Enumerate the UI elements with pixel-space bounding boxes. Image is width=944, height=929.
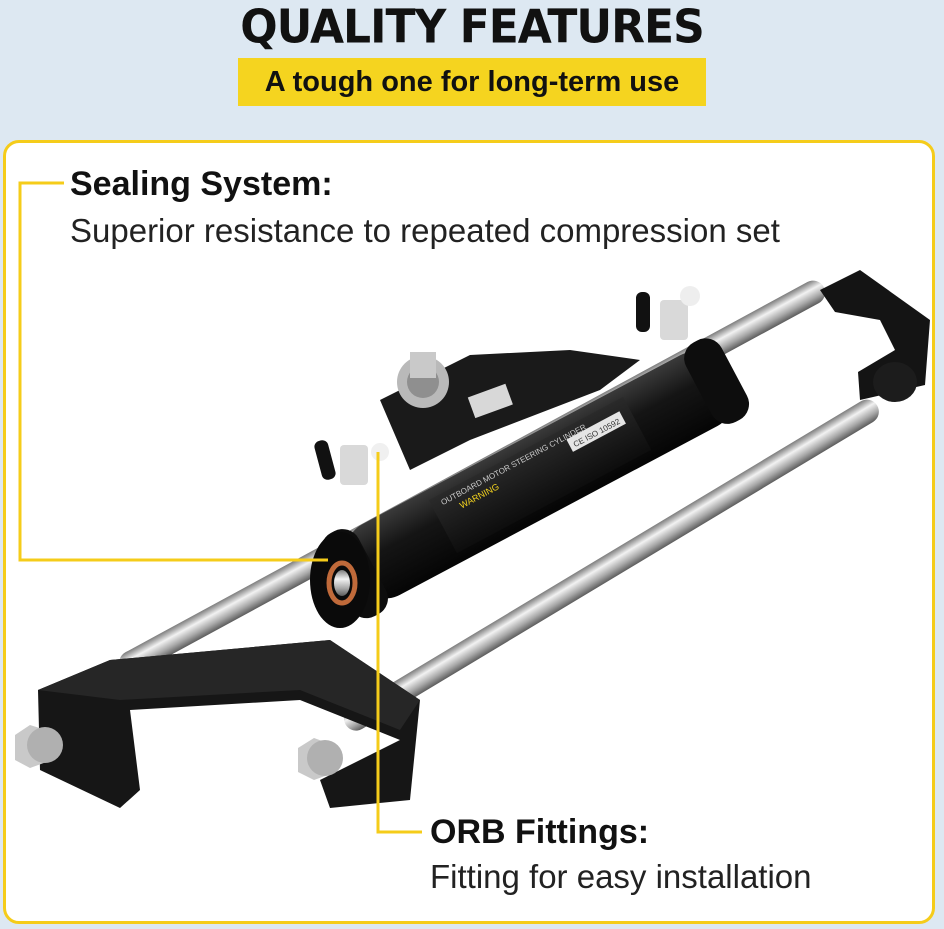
orb-fittings-description: Fitting for easy installation <box>430 858 812 895</box>
sealing-system-description: Superior resistance to repeated compress… <box>70 212 780 249</box>
lower-tie-rod <box>343 399 879 731</box>
orb-fitting-left <box>340 445 368 485</box>
orange-seal-ring <box>326 560 358 606</box>
feature-panel <box>3 140 935 924</box>
orb-leader-line <box>376 452 422 834</box>
sealing-leader-line <box>18 181 328 562</box>
page-title: QUALITY FEATURES <box>240 0 705 55</box>
tagline-banner: A tough one for long-term use <box>238 58 706 106</box>
sealing-system-title: Sealing System: <box>70 165 333 203</box>
orb-fittings-title: ORB Fittings: <box>430 813 650 851</box>
orb-fitting-right <box>660 300 688 340</box>
